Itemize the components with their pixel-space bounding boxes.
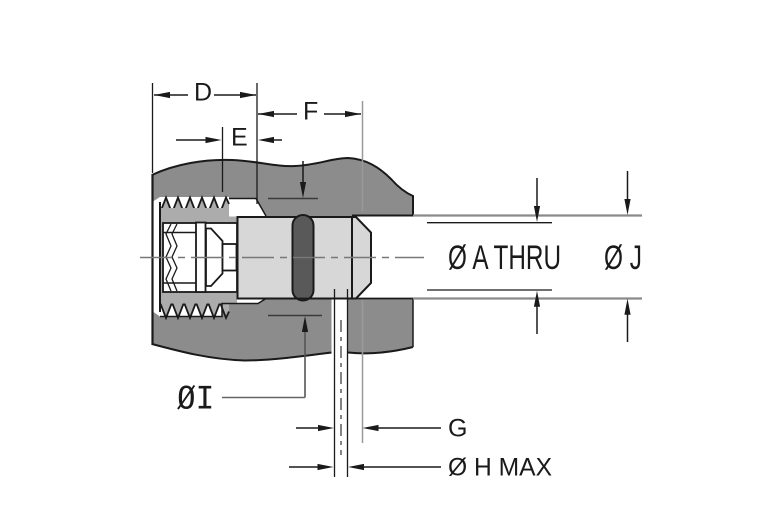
dimension-j: Ø J [604, 171, 642, 342]
dimension-g: G [296, 415, 467, 443]
housing-upper-block [152, 158, 413, 218]
housing-lower-left-block [152, 298, 332, 361]
dimension-f: F [258, 98, 361, 126]
dimension-label-h-max: Ø H MAX [448, 454, 552, 482]
dimension-label-d: D [194, 79, 212, 107]
arrowhead-a-bottom [533, 290, 541, 307]
arrowhead-g-left [318, 424, 334, 432]
arrowhead-i-top [299, 182, 307, 198]
dimension-a-thru: Ø A THRU [448, 178, 561, 334]
housing-break-line-bottom-right [347, 346, 414, 355]
arrowhead-h-right [348, 463, 364, 471]
dimension-label-i: ØI [177, 381, 214, 417]
housing-section [152, 158, 413, 361]
dimension-label-j: Ø J [604, 239, 642, 277]
housing-relief-notch-top [229, 197, 267, 217]
arrowhead-f-right [345, 110, 361, 118]
dimension-i: ØI [177, 161, 309, 417]
arrowhead-e-right [258, 136, 274, 144]
arrowhead-h-left [317, 463, 334, 471]
housing-break-line-top [151, 156, 414, 216]
dimension-e: E [176, 124, 282, 152]
bore-lines [262, 214, 642, 300]
dimension-label-e: E [231, 124, 248, 152]
housing-lower-right-block [348, 298, 413, 354]
arrowhead-j-top [624, 199, 631, 215]
arrowhead-d-right [240, 91, 256, 99]
arrowhead-g-right [362, 424, 379, 432]
arrowhead-j-bottom [624, 298, 631, 315]
arrowhead-a-top [533, 206, 541, 222]
dimension-d: D [154, 79, 256, 107]
dimension-label-g: G [448, 415, 467, 443]
housing-break-line-bottom-left [151, 343, 332, 362]
extension-lines [151, 83, 364, 443]
arrowhead-i-bottom [301, 316, 309, 332]
housing-outlines [151, 156, 414, 362]
arrowhead-d-left [154, 91, 170, 99]
drain-hole [333, 289, 349, 477]
arrowhead-f-left [258, 110, 274, 118]
housing-relief-notch-bottom [160, 297, 267, 318]
dimension-label-a-thru: Ø A THRU [448, 239, 561, 277]
dimension-label-f: F [303, 98, 318, 126]
thread-profile-bottom [159, 300, 230, 321]
arrowhead-e-left [205, 136, 222, 144]
dimension-h-max: Ø H MAX [289, 454, 552, 482]
